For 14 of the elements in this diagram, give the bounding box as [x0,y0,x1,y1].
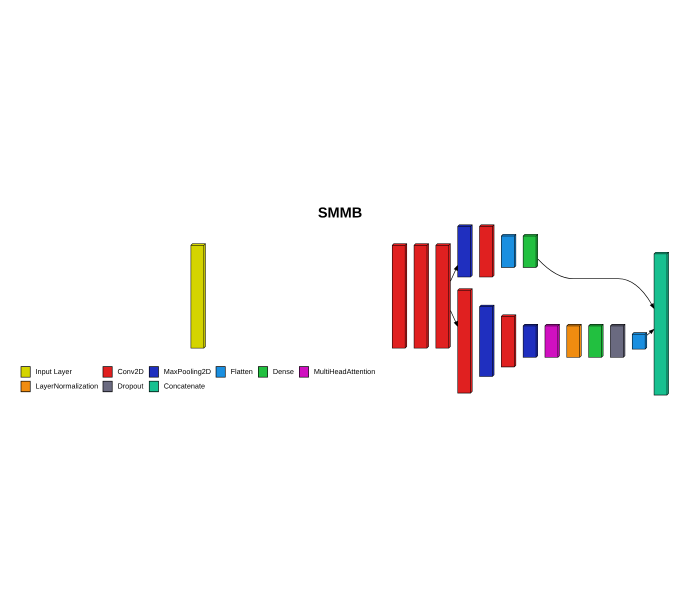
legend-label: Conv2D [118,366,144,376]
arrow [450,310,458,328]
arrow [646,328,655,336]
legend-label: Flatten [230,366,253,376]
legend-label: LayerNormalization [36,381,98,390]
legend-label: Concatenate [164,381,206,390]
legend-label: MaxPooling2D [164,366,212,376]
arrow [450,264,458,282]
legend-label: MultiHeadAttention [314,366,376,376]
arrow [538,258,654,310]
legend-label: Input Layer [36,366,72,376]
legend-label: Dense [272,366,294,376]
legend-label: Dropout [118,381,144,390]
diagram-title: SMMB [318,205,362,222]
